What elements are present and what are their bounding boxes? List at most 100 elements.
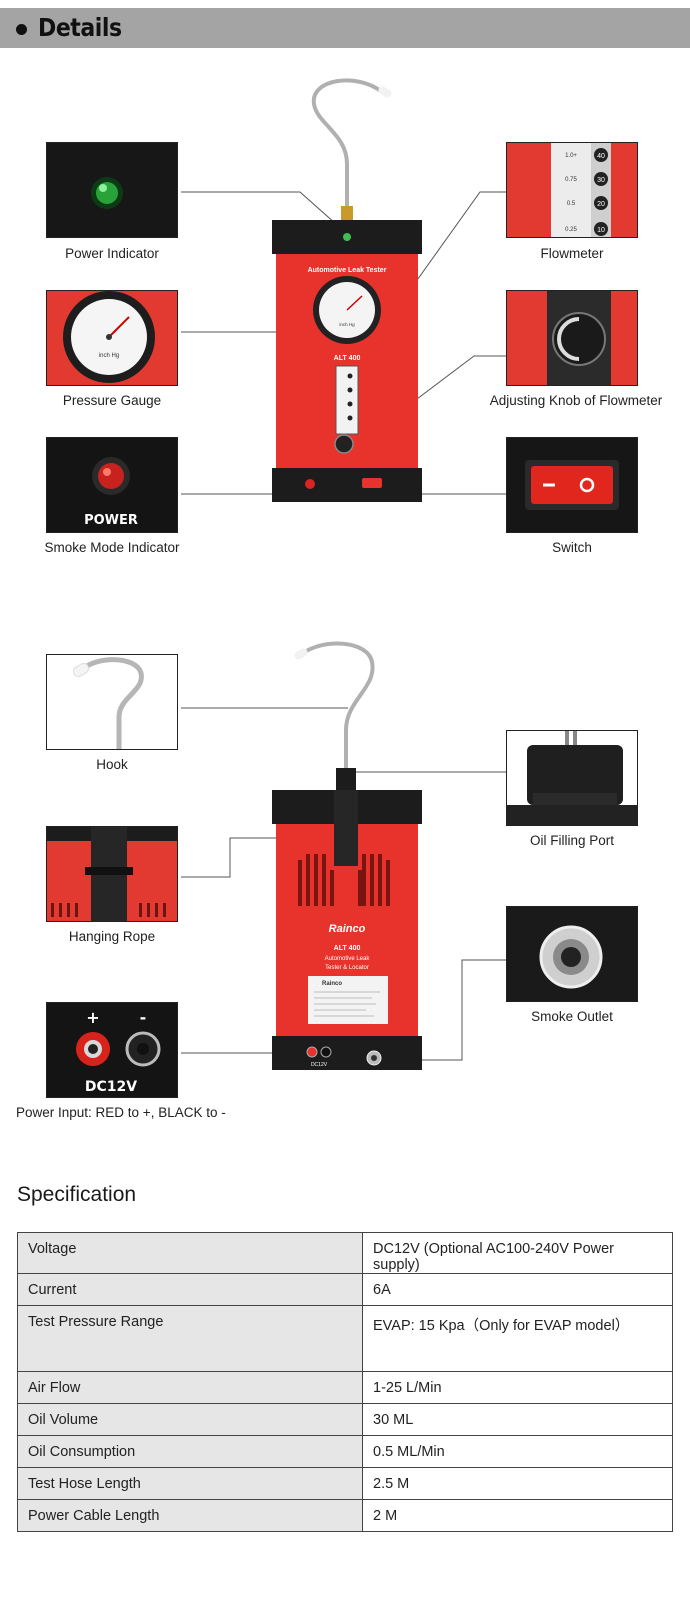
flowmeter-image: 40 30 20 10 1.0+ 0.75 0.5 0.25 — [551, 143, 611, 237]
gauge-unit: inch Hg — [339, 322, 355, 327]
flow-mark-3: 20 — [597, 201, 605, 208]
flow-mark-1: 40 — [597, 153, 605, 160]
hook — [300, 641, 375, 772]
power-indicator-thumb — [46, 142, 178, 238]
power-input-caption: Power Input: RED to +, BLACK to - — [16, 1105, 226, 1120]
hanging-rope — [334, 790, 358, 866]
flow-mark-2: 30 — [597, 177, 605, 184]
smoke-indicator-image: POWER — [84, 457, 138, 528]
smoke-outlet-thumb — [506, 906, 638, 1002]
smoke-mode-indicator-caption: Smoke Mode Indicator — [44, 540, 180, 555]
switch-thumb — [506, 437, 638, 533]
dc12v-label: DC12V — [85, 1079, 137, 1095]
table-row: Test Hose Length 2.5 M — [17, 1467, 673, 1500]
spec-label: Current — [17, 1273, 363, 1306]
flow-mark-4: 10 — [597, 227, 605, 234]
bullet-icon — [16, 24, 27, 35]
flowmeter-tube — [335, 365, 359, 435]
adjusting-knob — [334, 434, 354, 454]
spec-value: 30 ML — [362, 1403, 673, 1436]
spec-value: 2 M — [362, 1499, 673, 1532]
leak-tester-front: Automotive Leak Tester inch Hg ALT 400 — [272, 78, 422, 502]
spec-value: 6A — [362, 1273, 673, 1306]
vent-grille — [298, 854, 390, 906]
power-indicator-caption: Power Indicator — [65, 246, 159, 261]
flow-scale-2: 0.75 — [565, 177, 577, 183]
flowmeter-mark — [347, 415, 353, 421]
spec-label: Air Flow — [17, 1371, 363, 1404]
flowmeter-mark — [347, 373, 353, 379]
spec-label: Test Hose Length — [17, 1467, 363, 1500]
oil-filling-port-image — [507, 731, 637, 825]
oil-filling-port-thumb — [506, 730, 638, 826]
table-row: Air Flow 1-25 L/Min — [17, 1371, 673, 1404]
brand-logo: Rainco — [329, 923, 366, 935]
table-row: Oil Consumption 0.5 ML/Min — [17, 1435, 673, 1468]
table-row: Current 6A — [17, 1273, 673, 1306]
flowmeter-thumb: 40 30 20 10 1.0+ 0.75 0.5 0.25 — [506, 142, 638, 238]
flowmeter-caption: Flowmeter — [540, 246, 604, 261]
flow-scale-4: 0.25 — [565, 227, 577, 233]
spec-value: 0.5 ML/Min — [362, 1435, 673, 1468]
hanging-rope-image — [47, 827, 177, 921]
switch-image — [525, 460, 619, 510]
spec-value: 2.5 M — [362, 1467, 673, 1500]
hanging-rope-caption: Hanging Rope — [68, 929, 156, 944]
label-lines — [314, 991, 380, 1017]
panel-title: Automotive Leak Tester — [308, 267, 387, 274]
spec-value: DC12V (Optional AC100-240V Power supply) — [362, 1232, 673, 1274]
hook-tip — [294, 648, 308, 660]
black-terminal — [320, 1046, 332, 1058]
red-terminal — [306, 1046, 318, 1058]
power-label: POWER — [84, 513, 138, 528]
smoke-outlet-image — [539, 925, 603, 989]
pressure-gauge-caption: Pressure Gauge — [62, 393, 162, 408]
adjusting-knob-image — [547, 291, 611, 385]
table-row: Test Pressure Range EVAP: 15 Kpa（Only fo… — [17, 1305, 673, 1372]
spec-label: Power Cable Length — [17, 1499, 363, 1532]
gauge-unit-thumb: inch Hg — [99, 353, 119, 359]
table-row: Power Cable Length 2 M — [17, 1499, 673, 1532]
flowmeter-mark — [347, 387, 353, 393]
bottom-cap — [272, 1036, 422, 1070]
gauge-needle — [346, 295, 363, 311]
label-brand: Rainco — [322, 981, 342, 987]
pressure-gauge-image: inch Hg — [63, 291, 155, 383]
minus-sign: - — [140, 1008, 147, 1027]
oil-filling-cap — [336, 768, 356, 792]
flow-scale-1: 1.0+ — [565, 153, 577, 159]
oil-filling-port-caption: Oil Filling Port — [529, 833, 615, 848]
spec-value: 1-25 L/Min — [362, 1371, 673, 1404]
spec-label: Oil Volume — [17, 1403, 363, 1436]
table-row: Oil Volume 30 ML — [17, 1403, 673, 1436]
hook-connector — [341, 206, 353, 220]
power-input-thumb: + - DC12V — [46, 1002, 178, 1098]
switch-caption: Switch — [552, 540, 592, 555]
table-row: Voltage DC12V (Optional AC100-240V Power… — [17, 1232, 673, 1274]
rocker-switch — [362, 478, 382, 488]
smoke-outlet-caption: Smoke Outlet — [531, 1009, 613, 1024]
dc-label-small: DC12V — [311, 1062, 328, 1068]
hook-image — [72, 657, 144, 749]
back-subtitle-1: Automotive Leak — [325, 956, 371, 962]
bottom-cap — [272, 468, 422, 502]
back-subtitle-2: Tester & Locator — [325, 965, 369, 971]
flowmeter-mark — [347, 401, 353, 407]
leak-tester-back: Rainco ALT 400 Automotive Leak Tester & … — [272, 641, 422, 1070]
spec-value: EVAP: 15 Kpa（Only for EVAP model） — [362, 1305, 673, 1372]
power-indicator-light — [343, 233, 351, 241]
hook — [311, 78, 384, 212]
hook-thumb — [46, 654, 178, 750]
adjusting-knob-thumb — [506, 290, 638, 386]
hook-tip — [378, 86, 392, 98]
rating-label — [308, 976, 388, 1024]
adjusting-knob-caption: Adjusting Knob of Flowmeter — [489, 393, 663, 408]
hanging-rope-thumb — [46, 826, 178, 922]
power-input-image: + - DC12V — [76, 1008, 161, 1095]
spec-label: Oil Consumption — [17, 1435, 363, 1468]
section-title: Details — [38, 13, 122, 42]
model-label: ALT 400 — [334, 355, 361, 362]
smoke-indicator-light — [305, 479, 315, 489]
smoke-mode-indicator-thumb: POWER — [46, 437, 178, 533]
section-header: Details — [0, 8, 690, 48]
